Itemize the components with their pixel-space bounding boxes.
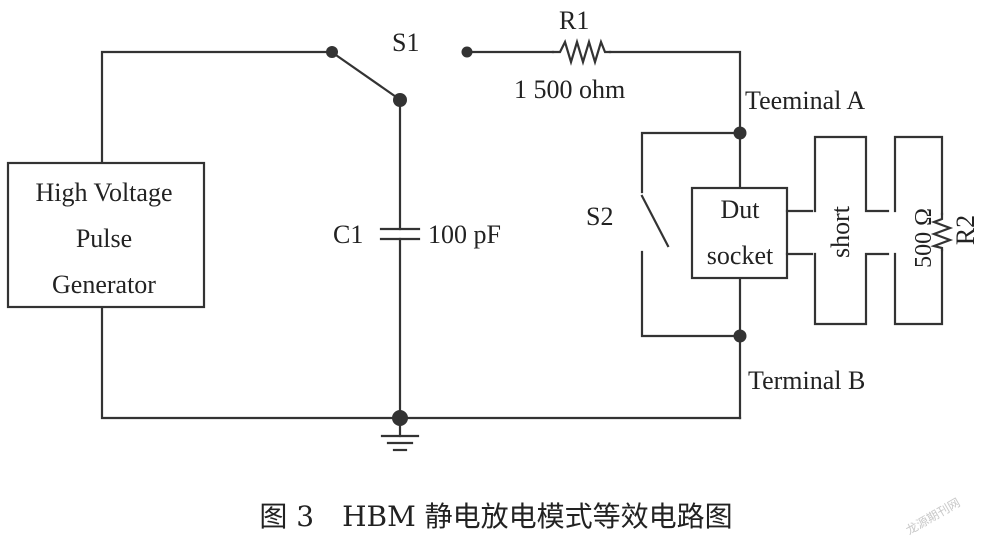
generator-label-line-2: Pulse xyxy=(76,224,132,253)
s1-blade xyxy=(331,51,401,101)
switch-s2 xyxy=(640,131,742,338)
r2-bracket xyxy=(893,248,944,326)
wire-r1-to-terminal-a xyxy=(608,50,742,190)
s2-blade xyxy=(640,194,670,248)
dut-label-line-1: Dut xyxy=(721,195,761,224)
r1-value: 1 500 ohm xyxy=(514,75,625,104)
s1-right-contact xyxy=(461,46,473,58)
terminal-a-label: Teeminal A xyxy=(745,86,865,115)
c1-label: C1 xyxy=(333,220,363,249)
generator-label-line-1: High Voltage xyxy=(36,178,173,207)
dut-socket-box xyxy=(690,186,789,280)
r2-bracket-top xyxy=(893,135,944,216)
s1-label: S1 xyxy=(392,28,419,57)
s2-lower-wire xyxy=(640,250,742,338)
short-label: short xyxy=(826,205,855,258)
wire-generator-top xyxy=(100,50,334,165)
watermark: 龙源期刊网 xyxy=(904,495,963,537)
s2-label: S2 xyxy=(586,202,613,231)
s1-pivot-node xyxy=(393,93,407,107)
short-bracket xyxy=(813,252,890,326)
generator-label-line-3: Generator xyxy=(52,270,156,299)
figure-caption: 图 3 HBM 静电放电模式等效电路图 xyxy=(259,500,732,533)
short-bracket-top xyxy=(813,135,890,213)
r2-label: R2 xyxy=(951,215,980,245)
terminal-b-label: Terminal B xyxy=(748,366,865,395)
wire-generator-bottom xyxy=(100,305,742,420)
dut-label-line-2: socket xyxy=(707,241,774,270)
capacitor-c1 xyxy=(379,227,421,241)
r2-value: 500 Ω xyxy=(911,208,937,268)
c1-value: 100 pF xyxy=(428,220,501,249)
switch-s1 xyxy=(326,46,473,107)
s2-upper-wire xyxy=(640,131,742,194)
ground-symbol xyxy=(380,410,420,452)
generator-box xyxy=(6,161,206,309)
resistor-r2 xyxy=(930,212,954,252)
r1-label: R1 xyxy=(559,6,589,35)
resistor-r1 xyxy=(551,38,612,66)
